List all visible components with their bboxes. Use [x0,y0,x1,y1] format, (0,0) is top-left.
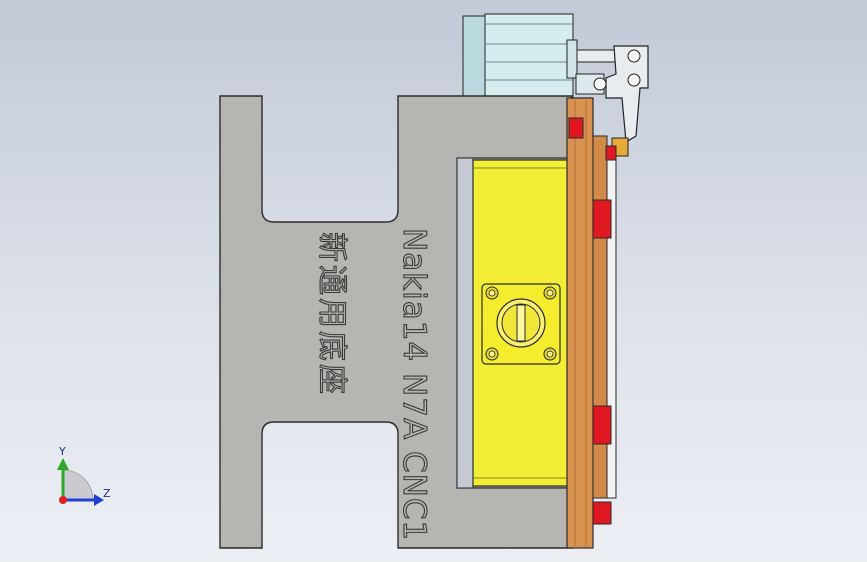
coordinate-triad: Y Z [57,445,111,506]
y-axis-label: Y [58,445,66,458]
clamp-arm[interactable] [593,45,649,157]
model-engraving: Nakia14 N7A CNC1 [396,228,432,541]
flange-plate[interactable] [481,283,561,365]
chinese-engraving: 新通用底座 [314,232,349,397]
orange-plate[interactable] [566,97,617,549]
z-axis-label: Z [103,487,111,500]
red-clamp-pads[interactable] [568,117,617,525]
